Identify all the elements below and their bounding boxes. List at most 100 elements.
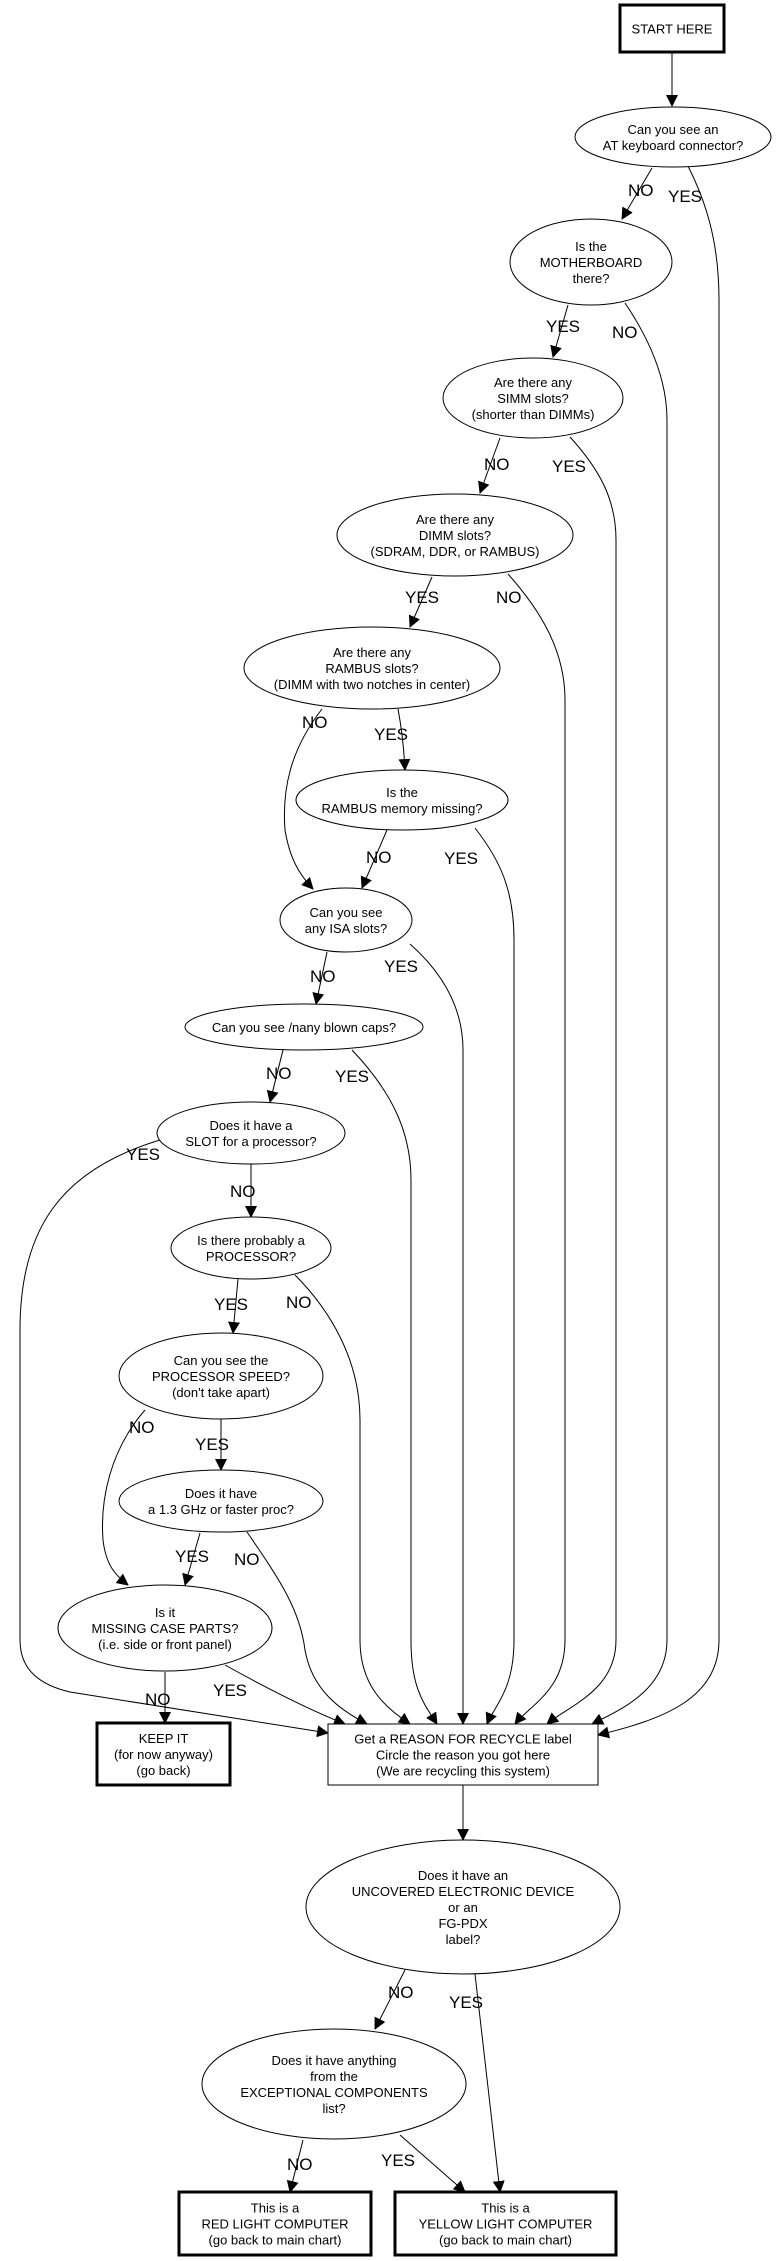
edge-processor-to-recycle — [294, 1274, 411, 1725]
node-start: START HERE — [618, 3, 726, 54]
edge-label-no: NO — [129, 1418, 155, 1437]
edge-label-no: NO — [612, 323, 638, 342]
node-text-line: (shorter than DIMMs) — [472, 407, 595, 422]
decision-ellipse — [243, 626, 501, 710]
node-text-line: Can you see the — [174, 1353, 269, 1368]
edge-uncovered-to-yellow — [474, 1973, 505, 2193]
node-text-line: Get a REASON FOR RECYCLE label — [354, 1732, 572, 1747]
node-text-line: Can you see an — [627, 122, 718, 137]
edge-label-yes: YES — [126, 1145, 160, 1164]
node-text-line: RAMBUS memory missing? — [321, 801, 482, 816]
node-text-line: there? — [573, 271, 610, 286]
edge-label-no: NO — [266, 1064, 292, 1083]
node-text-line: (for now anyway) — [114, 1747, 213, 1762]
node-text-line: Are there any — [333, 645, 412, 660]
edge-processor-to-speed — [228, 1278, 240, 1334]
node-text-line: PROCESSOR SPEED? — [152, 1369, 290, 1384]
edge-label-no: NO — [287, 2155, 313, 2174]
node-text-line: KEEP IT — [139, 1731, 189, 1746]
edge-dimm-to-recycle — [507, 573, 566, 1725]
node-text-line: any ISA slots? — [305, 921, 387, 936]
edge-label-yes: YES — [374, 725, 408, 744]
edge-exceptional-to-yellow — [399, 2134, 466, 2193]
node-text-line: This is a — [481, 2201, 530, 2216]
edges — [19, 52, 720, 2193]
edge-label-no: NO — [310, 967, 336, 986]
node-text-line: Can you see /nany blown caps? — [212, 1020, 396, 1035]
decision-ellipse — [201, 2028, 467, 2140]
decision-ellipse — [295, 769, 509, 831]
edge-at-keyboard-to-recycle — [597, 165, 720, 1739]
edge-label-no: NO — [286, 1293, 312, 1312]
edge-label-yes: YES — [546, 317, 580, 336]
edge-rambus-missing-to-isa — [360, 829, 388, 889]
process-box — [177, 2190, 373, 2257]
edge-label-no: NO — [145, 1690, 171, 1709]
edge-label-no: NO — [496, 588, 522, 607]
node-text-line: RED LIGHT COMPUTER — [201, 2217, 348, 2232]
edge-label-no: NO — [366, 848, 392, 867]
node-text-line: Is the — [575, 239, 607, 254]
process-box — [95, 1721, 232, 1787]
node-text-line: DIMM slots? — [419, 528, 491, 543]
process-box — [618, 3, 726, 54]
edge-simm-to-dimm — [478, 437, 501, 494]
edge-label-yes: YES — [195, 1435, 229, 1454]
edge-label-yes: YES — [335, 1067, 369, 1086]
node-text-line: Circle the reason you got here — [376, 1748, 550, 1763]
decision-ellipse — [184, 1003, 424, 1051]
node-text-line: Can you see — [310, 905, 383, 920]
edge-label-yes: YES — [405, 588, 439, 607]
edge-label-no: NO — [302, 713, 328, 732]
node-text-line: AT keyboard connector? — [603, 138, 743, 153]
edge-motherboard-to-simm — [550, 304, 569, 358]
node-text-line: (don't take apart) — [172, 1385, 270, 1400]
node-text-line: (i.e. side or front panel) — [98, 1637, 232, 1652]
node-text-line: (go back to main chart) — [209, 2233, 342, 2248]
node-text-line: from the — [310, 2069, 358, 2084]
edge-simm-to-recycle — [546, 436, 617, 1725]
node-text-line: MOTHERBOARD — [540, 255, 643, 270]
edge-uncovered-to-exceptional — [374, 1969, 406, 2030]
node-text-line: PROCESSOR? — [206, 1249, 296, 1264]
node-text-line: (go back) — [136, 1763, 190, 1778]
edge-isa-to-recycle — [409, 943, 469, 1725]
node-text-line: UNCOVERED ELECTRONIC DEVICE — [352, 1884, 575, 1899]
node-text-line: RAMBUS slots? — [325, 661, 418, 676]
node-text-line: EXCEPTIONAL COMPONENTS — [240, 2085, 428, 2100]
edge-isa-to-caps — [312, 951, 328, 1005]
edge-caps-to-slot — [266, 1049, 284, 1103]
node-text-line: (go back to main chart) — [439, 2233, 572, 2248]
node-text-line: MISSING CASE PARTS? — [92, 1621, 239, 1636]
edge-dimm-to-rambus-slots — [408, 576, 433, 628]
edge-case-to-recycle — [224, 1664, 346, 1726]
decision-ellipse — [57, 1584, 273, 1672]
edge-label-no: NO — [628, 181, 654, 200]
edge-label-yes: YES — [384, 957, 418, 976]
node-text-line: (DIMM with two notches in center) — [274, 677, 471, 692]
edge-label-no: NO — [388, 1983, 414, 2002]
node-text-line: Does it have an — [418, 1868, 508, 1883]
node-text-line: a 1.3 GHz or faster proc? — [148, 1502, 294, 1517]
edge-exceptional-to-red — [286, 2139, 304, 2193]
node-text-line: Is it — [155, 1605, 176, 1620]
edge-slot-to-recycle — [19, 1139, 329, 1738]
edge-label-yes: YES — [668, 187, 702, 206]
edge-rambus-slots-to-rambus-missing — [397, 708, 411, 771]
node-text-line: Is there probably a — [197, 1233, 305, 1248]
node-text-line: This is a — [251, 2201, 300, 2216]
decision-ellipse — [118, 1332, 324, 1420]
decision-ellipse — [336, 493, 574, 577]
